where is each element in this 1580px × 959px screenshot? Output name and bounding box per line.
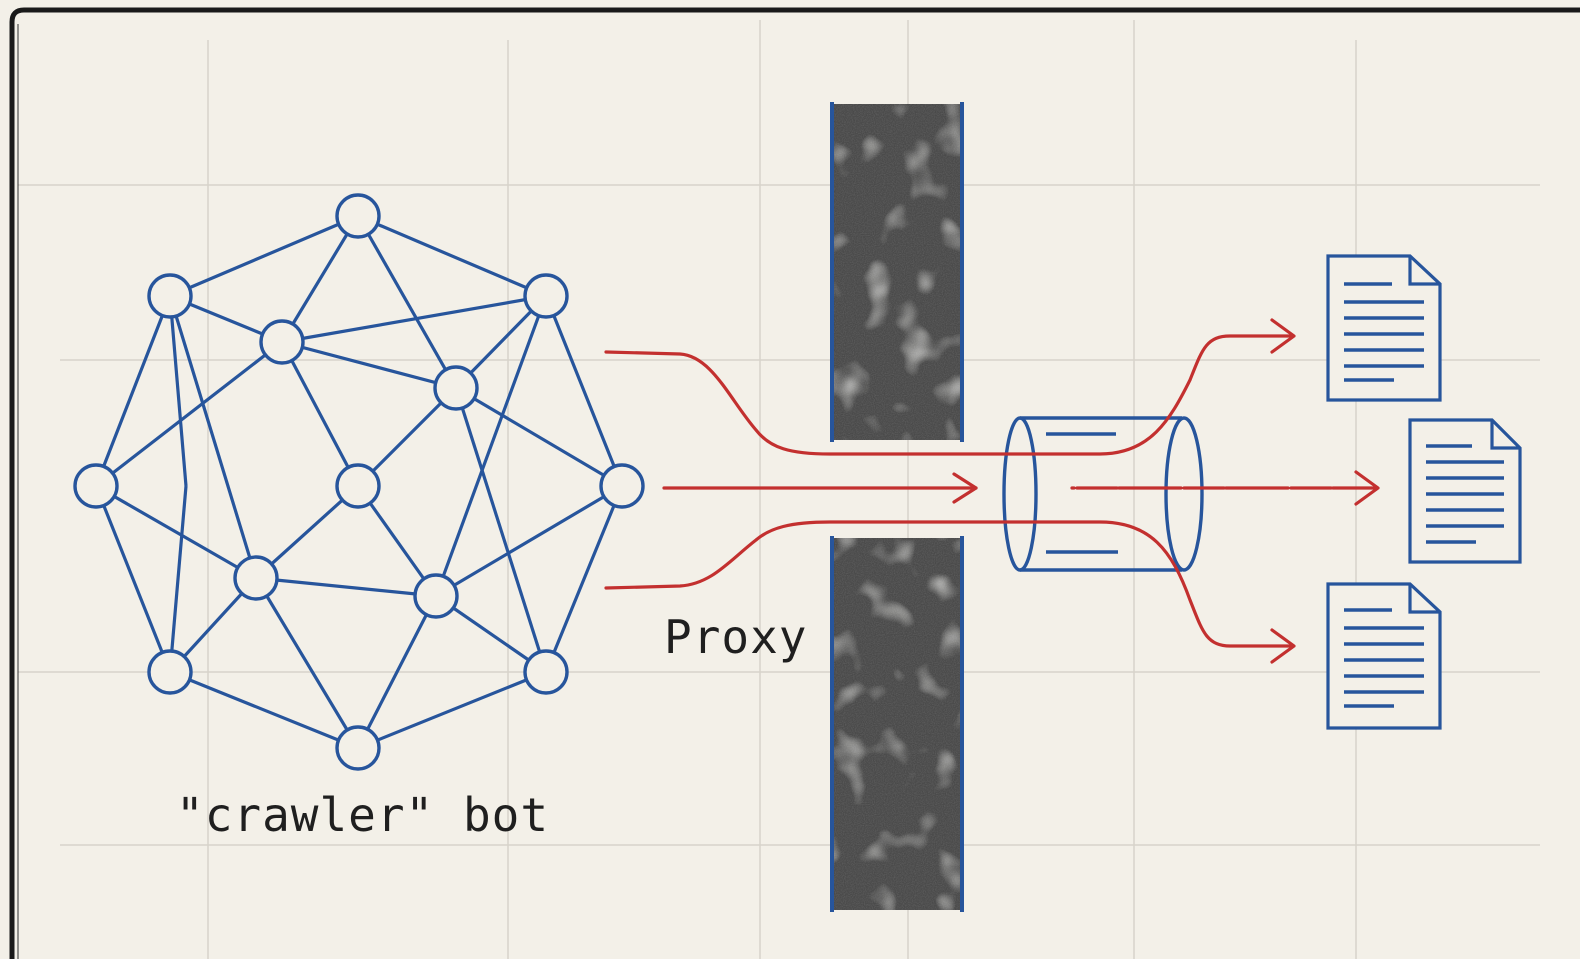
- proxy-wall: [830, 102, 964, 912]
- proxy-label: Proxy: [664, 610, 808, 664]
- network-graph-icon: [73, 193, 645, 771]
- arrow-lower: [604, 520, 1294, 648]
- bot-label: "crawler" bot: [176, 788, 550, 842]
- document-icon: [1408, 418, 1522, 564]
- traffic-arrows: [604, 318, 1380, 664]
- arrow-upper: [604, 334, 1294, 456]
- tunnel-cylinder-icon: [1002, 416, 1204, 572]
- frame: [9, 7, 1580, 959]
- document-icon: [1326, 582, 1442, 730]
- document-icon: [1326, 254, 1442, 402]
